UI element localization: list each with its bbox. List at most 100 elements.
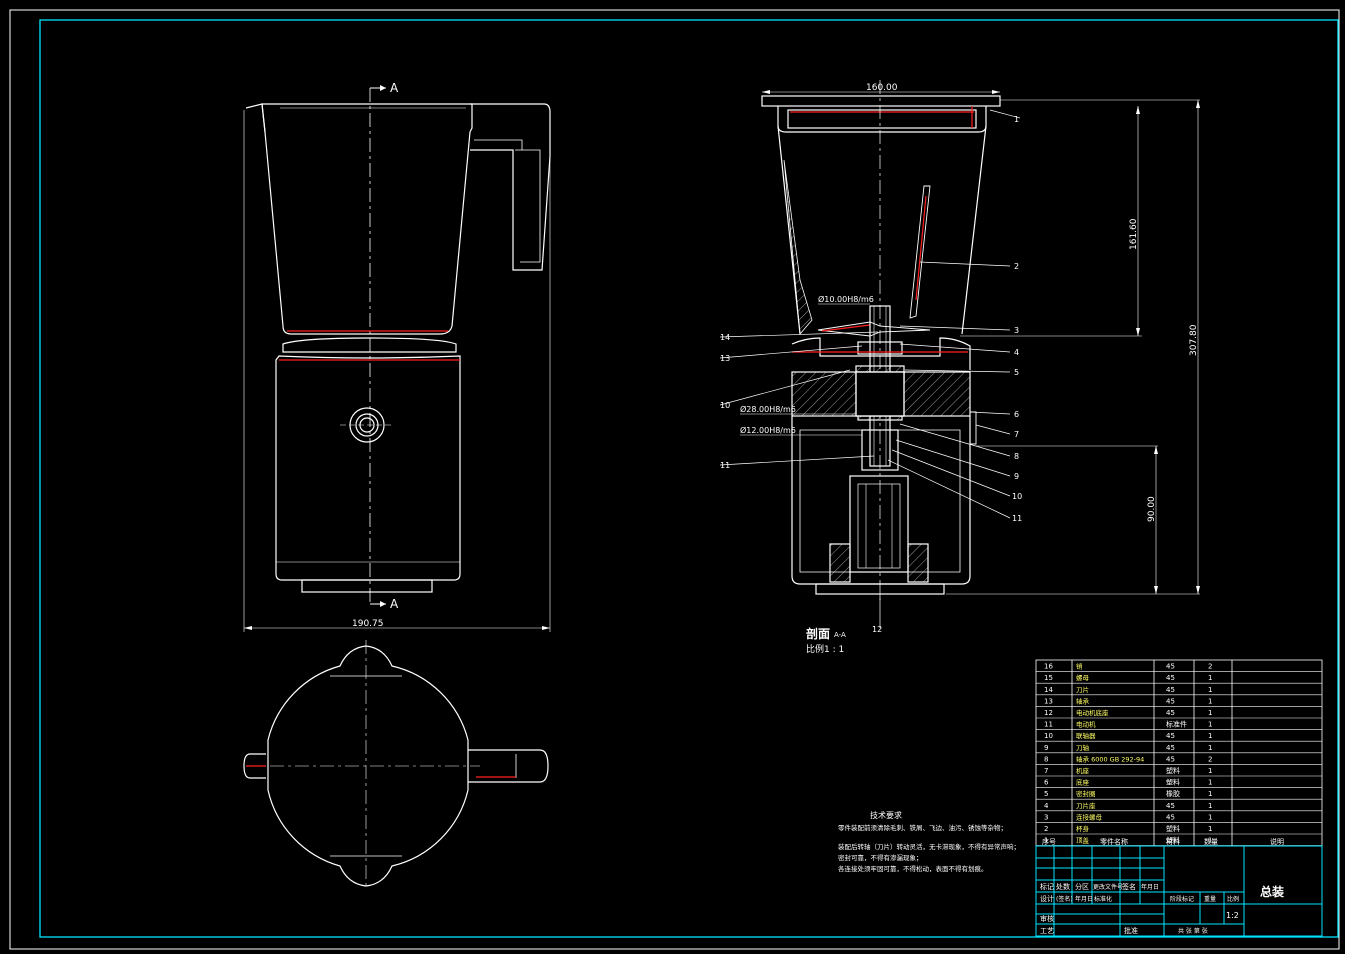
top-handle [468,749,549,783]
callout-5: 5 [1014,368,1019,377]
bom-cell-name: 轴承 [1076,696,1090,705]
bom-header-note: 说明 [1270,837,1284,846]
bom-cell-name: 刀片座 [1076,801,1096,810]
bom-header-qty: 数量 [1204,837,1218,846]
callout-numbers-left: 14 13 10 11 12 [720,333,882,634]
callout-4: 4 [1014,348,1019,357]
callout-2: 2 [1014,262,1019,271]
bom-cell-material: 45 [1166,744,1175,752]
section-title: 剖面 [806,626,830,641]
callout-8: 8 [1014,452,1019,461]
bom-cell-qty: 1 [1208,779,1212,787]
bom-cell-name: 刀轴 [1076,743,1090,752]
top-spout [243,753,266,779]
bom-cell-name: 刀片 [1076,685,1089,694]
tech-notes: 零件装配前须清除毛刺、铁屑、飞边、油污、锈蚀等杂物； 装配后转轴（刀片）转动灵活… [838,823,1020,873]
bom-cell-name: 顶盖 [1076,836,1090,845]
drawing-title: 总装 [1260,884,1284,899]
bom-cell-qty: 1 [1208,674,1212,682]
callout-3: 3 [1014,326,1019,335]
section-mark-bottom: A [390,597,399,611]
section-motor-housing [791,416,971,585]
tech-note-line: 各连接处须牢固可靠，不得松动，表面不得有划痕。 [838,864,988,873]
section-motor [849,475,909,573]
svg-text:重量: 重量 [1204,895,1216,903]
bom-cell-qty: 1 [1208,697,1212,705]
section-base-top [791,337,971,370]
bom-cell-no: 12 [1044,709,1053,717]
svg-text:更改文件号: 更改文件号 [1093,883,1123,891]
svg-text:标准化: 标准化 [1094,895,1112,903]
bom-cell-no: 13 [1044,697,1053,705]
bom-cell-no: 14 [1044,686,1053,694]
callout-left-13: 13 [720,354,730,363]
svg-text:(签名): (签名) [1056,895,1073,903]
bom-cell-no: 15 [1044,674,1053,682]
bom-header-no: 序号 [1042,837,1056,846]
fit-bearing-label: Ø28.00H8/m6 [740,404,796,414]
bom-cell-no: 11 [1044,721,1053,729]
svg-text:批准: 批准 [1124,926,1138,935]
svg-text:处数: 处数 [1056,882,1070,891]
bom-cell-material: 45 [1166,697,1175,705]
bom-cell-name: 电动机 [1076,720,1096,729]
bom-cell-no: 6 [1044,779,1049,787]
section-cup-left-wall [777,125,801,335]
front-width-dim: 190.75 [352,619,384,629]
svg-text:阶段标记: 阶段标记 [1170,895,1194,903]
bom-cell-material: 45 [1166,802,1175,810]
bom-cell-qty: 1 [1208,709,1212,717]
bom-header-name: 零件名称 [1100,837,1128,846]
bom-cell-qty: 1 [1208,825,1212,833]
bom-cell-material: 45 [1166,663,1175,671]
bom-cell-material: 45 [1166,755,1175,763]
bom-cell-material: 45 [1166,686,1175,694]
front-spout [245,103,266,133]
bom-cell-material: 塑料 [1166,778,1180,787]
bom-cell-name: 密封圈 [1076,789,1096,798]
bom-header-material: 材料 [1166,837,1180,846]
bom-cell-name: 电动机底座 [1076,708,1109,717]
bom-cell-no: 4 [1044,802,1049,810]
bom-cell-material: 45 [1166,813,1175,821]
svg-text:共 张 第 张: 共 张 第 张 [1178,927,1208,935]
bom-cell-name: 螺母 [1076,673,1090,682]
front-cup [261,103,473,335]
svg-text:审核: 审核 [1040,914,1054,923]
bom-cell-name: 机座 [1076,766,1090,775]
inner-frame [39,19,1339,938]
callout-11: 11 [1012,514,1022,523]
section-width-dim: 160.00 [866,83,898,93]
bom-cell-no: 10 [1044,732,1053,740]
bom-cell-material: 橡胶 [1166,789,1180,798]
svg-text:比例: 比例 [1227,895,1239,903]
height-161-dim: 161.60 [1129,218,1139,250]
section-mark-top: A [390,81,399,95]
top-view [243,640,549,890]
bom-cell-no: 8 [1044,755,1048,763]
fit-shaft-label: Ø10.00H8/m6 [818,294,874,304]
bom-cell-no: 16 [1044,663,1053,671]
callout-9: 9 [1014,472,1019,481]
title-block-text: 标记 处数 分区 更改文件号 签名 年月日 设计 (签名) 年月日 标准化 审核… [1040,882,1239,935]
callout-10: 10 [1012,492,1022,501]
callout-leaders-left [719,331,881,628]
bom-cell-qty: 2 [1208,755,1212,763]
bom-cell-name: 销 [1076,662,1083,671]
bom-cell-material: 塑料 [1166,824,1180,833]
svg-text:签名: 签名 [1122,882,1136,891]
callout-left-11: 11 [720,461,730,470]
bom-cell-name: 联轴器 [1076,731,1096,740]
callout-left-14: 14 [720,333,730,342]
tech-note-line: 装配后转轴（刀片）转动灵活，无卡滞现象，不得有异常声响； [838,842,1020,851]
section-scale: 比例1 : 1 [806,643,844,655]
callout-bottom-12: 12 [872,625,882,634]
svg-text:标记: 标记 [1040,882,1054,891]
callout-1: 1 [1014,115,1019,124]
bom-cell-name: 底座 [1076,778,1090,787]
section-view [719,80,1200,628]
height-total-dim: 307.80 [1189,324,1199,356]
fit-coupling-label: Ø12.00H8/m6 [740,425,796,435]
